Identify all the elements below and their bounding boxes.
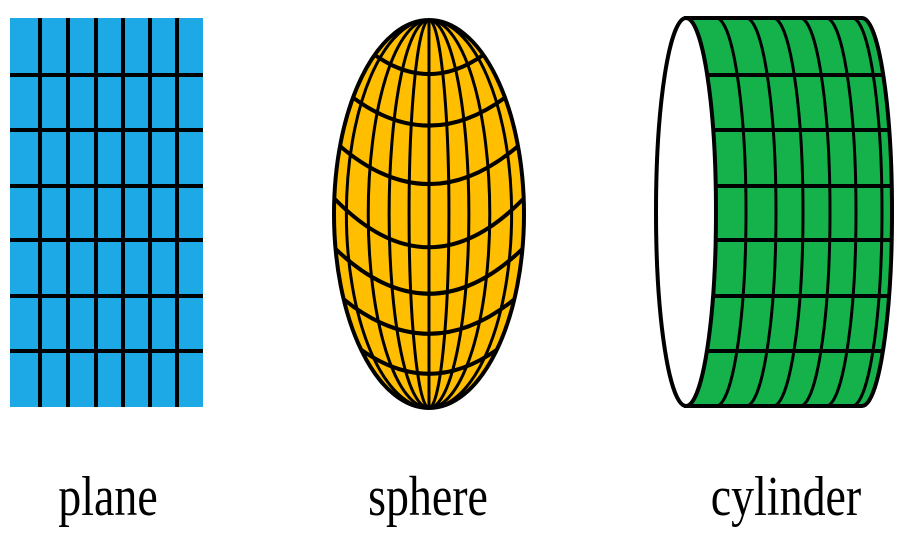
cylinder-surface — [684, 16, 894, 408]
cylinder-edges — [686, 16, 862, 408]
sphere-meridian — [407, 20, 430, 408]
sphere-label: sphere — [368, 466, 488, 528]
cylinder-meridian — [825, 16, 858, 408]
sphere-meridian — [428, 20, 451, 408]
cylinder-meridian — [772, 16, 805, 408]
cylinder-meridian — [851, 16, 884, 408]
plane-grid — [10, 18, 203, 407]
cylinder-meridian — [715, 16, 748, 408]
sphere-meridian — [428, 20, 471, 408]
cylinder-shape — [654, 16, 894, 408]
sphere-parallel — [360, 348, 498, 376]
sphere-outline — [332, 18, 526, 410]
sphere-parallel — [338, 144, 520, 186]
cylinder-grid — [700, 16, 892, 408]
sphere-parallel — [342, 297, 516, 336]
cylinder-end-cap — [654, 16, 718, 408]
plane-shape — [10, 18, 203, 407]
cylinder-meridian — [799, 16, 832, 408]
sphere-parallel — [373, 53, 485, 77]
sphere-grid — [334, 20, 524, 408]
sphere-meridian — [366, 20, 430, 408]
sphere-parallel — [351, 95, 507, 128]
cylinder-meridian — [745, 16, 778, 408]
sphere-meridian — [344, 20, 430, 408]
sphere-parallel — [334, 197, 524, 250]
plane-surface — [10, 18, 203, 407]
sphere-meridian — [428, 20, 514, 408]
sphere-meridian — [428, 20, 492, 408]
sphere-shape — [332, 18, 526, 410]
plane-label: plane — [58, 466, 158, 528]
sphere-parallel — [334, 247, 524, 296]
cylinder-label: cylinder — [710, 466, 862, 528]
sphere-meridian — [387, 20, 430, 408]
